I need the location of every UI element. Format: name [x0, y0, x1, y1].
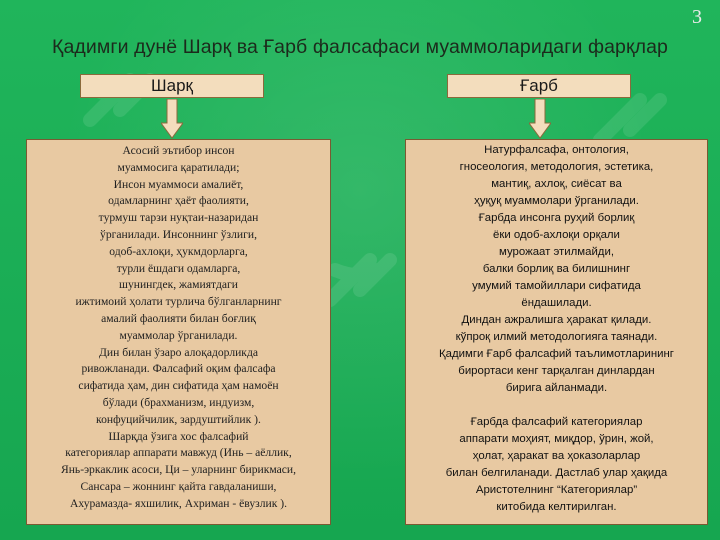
text-line: бирига айланмади.	[505, 382, 608, 394]
text-line: Ахурамазда- яхшилик, Ахриман - ёвузлик )…	[69, 496, 288, 510]
text-line: Аристотелнинг “Категориялар”	[475, 484, 638, 496]
text-line: Инсон муаммоси амалиёт,	[113, 177, 244, 191]
text-line: мантиқ, ахлоқ, сиёсат ва	[491, 178, 622, 190]
text-line: муаммосига қаратилади;	[117, 160, 240, 174]
text-line: бирортаси кенг тарқалган динлардан	[458, 365, 655, 377]
text-line: аппарати моҳият, миқдор, ўрин, жой,	[459, 433, 654, 445]
header-west: Ғарб	[447, 74, 631, 98]
text-line: сифатида ҳам, дин сифатида ҳам намоён	[78, 379, 279, 393]
text-line: Шарқда ўзига хос фалсафий	[108, 429, 249, 443]
text-line: гносеология, методология, эстетика,	[459, 161, 654, 173]
text-line: ўрганилади. Инсоннинг ўзлиги,	[100, 227, 257, 241]
text-line: балки борлиқ ва билишнинг	[482, 263, 631, 275]
down-arrow-icon	[161, 99, 183, 139]
text-line: шунингдек, жамиятдаги	[119, 278, 238, 292]
text-line: турмуш тарзи нуқтаи-назаридан	[98, 211, 259, 225]
text-line: китобида келтирилган.	[496, 501, 617, 513]
text-line: амалий фаолияти билан боғлиқ	[101, 311, 256, 325]
text-line: одоб-ахлоқи, ҳукмдорларга,	[109, 244, 248, 258]
text-line: Ғарбда фалсафий категориялар	[470, 416, 643, 428]
text-line: ёндашилади.	[521, 297, 592, 309]
blank-line	[406, 397, 707, 414]
text-line: Янь-эркаклик асоси, Ци – уларнинг бирикм…	[61, 463, 296, 477]
down-arrow-icon	[529, 99, 551, 139]
text-line: мурожаат этилмайди,	[499, 246, 614, 258]
text-line: ривожланади. Фалсафий оқим фалсафа	[81, 362, 276, 376]
text-line: конфуцийчилик, зардуштийлик ).	[96, 412, 261, 426]
text-line: кўпроқ илмий методологияга таянади.	[455, 331, 658, 343]
text-line: билан белгиланади. Дастлаб улар ҳақида	[445, 467, 668, 479]
text-line: Дин билан ўзаро алоқадорликда	[99, 345, 258, 359]
text-line: Сансара – жоннинг қайта гавдаланиши,	[80, 479, 277, 493]
page-number: 3	[692, 6, 702, 28]
text-line: Ғарбда инсонга руҳий борлиқ	[478, 212, 635, 224]
page-title: Қадимги дунё Шарқ ва Ғарб фалсафаси муам…	[52, 36, 668, 58]
east-text-box: Асосий эътибор инсон муаммосига қаратилад…	[26, 139, 331, 525]
text-line: умумий тамойиллари сифатида	[472, 280, 641, 292]
text-line: Диндан ажралишга ҳаракат қилади.	[461, 314, 652, 326]
text-line: ёки одоб-ахлоқи орқали	[493, 229, 620, 241]
header-east: Шарқ	[80, 74, 264, 98]
text-line: муаммолар ўрганилади.	[119, 328, 238, 342]
west-text-box: Натурфалсафа, онтология, гносеология, мет…	[405, 139, 708, 525]
text-line: ҳуқуқ муаммолари ўрганилади.	[474, 195, 639, 207]
text-line: ижтимоий ҳолати турлича бўлганларнинг	[75, 295, 282, 309]
text-line: Натурфалсафа, онтология,	[484, 144, 629, 156]
text-line: категориялар аппарати мавжуд (Инь – аёлл…	[65, 446, 292, 460]
text-line: ҳолат, ҳаракат ва ҳоказоларлар	[472, 450, 641, 462]
text-line: турли ёшдаги одамларга,	[116, 261, 241, 275]
text-line: одамларнинг ҳаёт фаолияти,	[108, 194, 249, 208]
text-line: Қадимги Ғарб фалсафий таълимотларининг	[439, 348, 674, 360]
text-line: Асосий эътибор инсон	[122, 144, 235, 157]
text-line: бўлади (брахманизм, индуизм,	[102, 395, 255, 409]
